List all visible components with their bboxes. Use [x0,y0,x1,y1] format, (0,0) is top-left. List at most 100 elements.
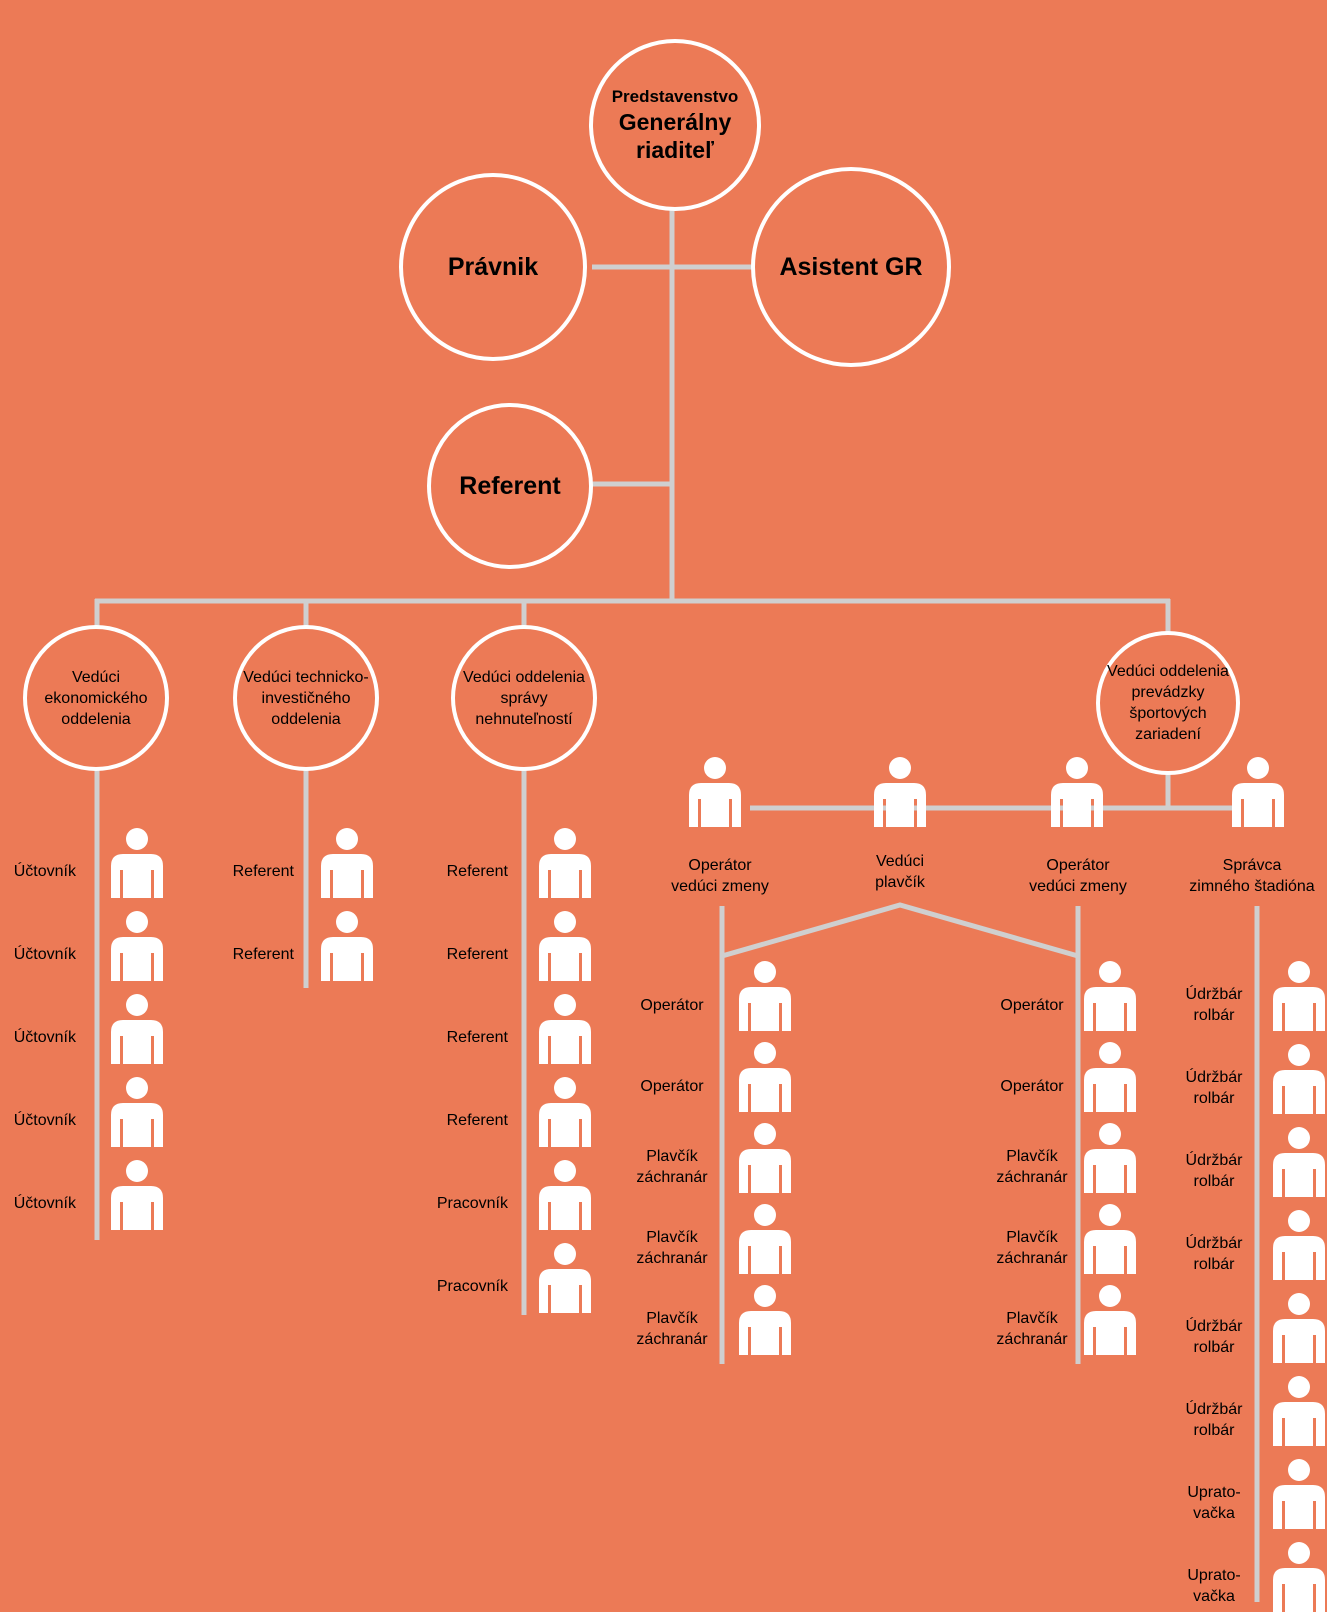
ekonomicke-staff-person-icon [107,828,167,898]
left-pool-staff-person-icon [735,961,795,1031]
stadium-staff-person-icon [1269,1376,1327,1446]
left-pool-staff-person-icon [735,1204,795,1274]
referent-circle [427,403,593,569]
sprava-staff-label: Pracovník [436,1195,508,1212]
right-pool-staff-label: Operátor [1000,996,1064,1014]
ekonomicke-staff-label: Účtovník [13,1112,76,1129]
ekonomicke-l3: oddelenia [61,710,131,728]
sprava-staff-person-icon [535,911,595,981]
sprava-l1: Vedúci oddelenia [463,668,585,686]
ekonomicke-node: Vedúci ekonomického oddelenia [25,627,167,769]
prevadzka-l2: prevádzky [1131,684,1205,701]
ekonomicke-staff-label: Účtovník [13,863,76,880]
sprava-staff-person-icon [535,994,595,1064]
sprava-l2: správy [500,689,548,707]
technicke-staff-label: Referent [232,863,294,880]
sub-spravca-person-icon [1228,757,1288,827]
stadium-staff-person-icon [1269,1459,1327,1529]
top-node: Predstavenstvo Generálny riaditeľ [591,45,759,205]
sub-op1-person-icon [685,757,745,827]
right-pool-staff-person-icon [1080,1123,1140,1193]
prevadzka-l3: športových [1129,705,1207,722]
sprava-staff-label: Referent [446,946,508,963]
prevadzka-circle [1096,631,1240,775]
sprava-staff-label: Referent [446,863,508,880]
technicke-l3: oddelenia [271,710,341,728]
right-pool-staff-label: Operátor [1000,1077,1064,1095]
right-pool-staff-person-icon [1080,1204,1140,1274]
technicke-l2: investičného [261,689,351,707]
ekonomicke-l1: Vedúci [71,668,121,686]
sprava-staff-person-icon [535,1243,595,1313]
sprava-staff-label: Referent [446,1112,508,1129]
stadium-staff-label: Uprato-vačka [1187,1484,1241,1522]
sprava-staff-person-icon [535,1077,595,1147]
ekonomicke-staff-person-icon [107,1160,167,1230]
asistent-circle [751,167,951,367]
technicke-circle [233,625,379,771]
left-pool-staff-person-icon [735,1042,795,1112]
sub-op2-person-icon [1047,757,1107,827]
top-line2: Generálny [618,109,732,135]
ekonomicke-staff-label: Účtovník [13,1195,76,1212]
sprava-staff-label: Pracovník [436,1278,508,1295]
ekonomicke-staff-person-icon [107,1077,167,1147]
ekonomicke-staff-person-icon [107,911,167,981]
asistent-label: Asistent GR [779,252,923,281]
left-pool-staff-person-icon [735,1123,795,1193]
sprava-l3: nehnuteľností [475,710,573,728]
top-line1: Predstavenstvo [611,87,739,106]
sprava-staff-person-icon [535,828,595,898]
sub-plavcik-person-icon [870,757,930,827]
right-pool-staff-person-icon [1080,1042,1140,1112]
sprava-staff-label: Referent [446,1029,508,1046]
ekonomicke-staff-label: Účtovník [13,946,76,963]
left-pool-staff-person-icon [735,1285,795,1355]
sprava-node: Vedúci oddelenia správy nehnuteľností [453,627,595,769]
prevadzka-node: Vedúci oddelenia prevádzky športových za… [1098,633,1238,773]
technicke-staff-person-icon [317,828,377,898]
plavcik-branch-line [721,902,1079,959]
stadium-staff-person-icon [1269,1542,1327,1612]
asistent-node: Asistent GR [753,169,949,365]
referent-node: Referent [429,405,591,567]
technicke-staff-label: Referent [232,946,294,963]
stadium-staff-person-icon [1269,1293,1327,1363]
pravnik-label: Právnik [447,252,539,281]
stadium-staff-person-icon [1269,1044,1327,1114]
ekonomicke-l2: ekonomického [44,689,148,707]
stadium-staff-person-icon [1269,1127,1327,1197]
sprava-circle [451,625,597,771]
referent-label: Referent [459,471,561,500]
top-line3: riaditeľ [636,137,714,163]
right-pool-staff-person-icon [1080,961,1140,1031]
ekonomicke-staff-label: Účtovník [13,1029,76,1046]
right-pool-staff-person-icon [1080,1285,1140,1355]
stadium-staff-person-icon [1269,1210,1327,1280]
ekonomicke-staff-person-icon [107,994,167,1064]
pravnik-node: Právnik [401,175,585,359]
prevadzka-l1: Vedúci oddelenia [1107,663,1229,680]
stadium-staff-label: Uprato-vačka [1187,1567,1241,1605]
left-pool-staff-label: Operátor [640,1077,704,1095]
prevadzka-l4: zariadení [1135,726,1201,743]
technicke-staff-person-icon [317,911,377,981]
sprava-staff-person-icon [535,1160,595,1230]
ekonomicke-circle [23,625,169,771]
